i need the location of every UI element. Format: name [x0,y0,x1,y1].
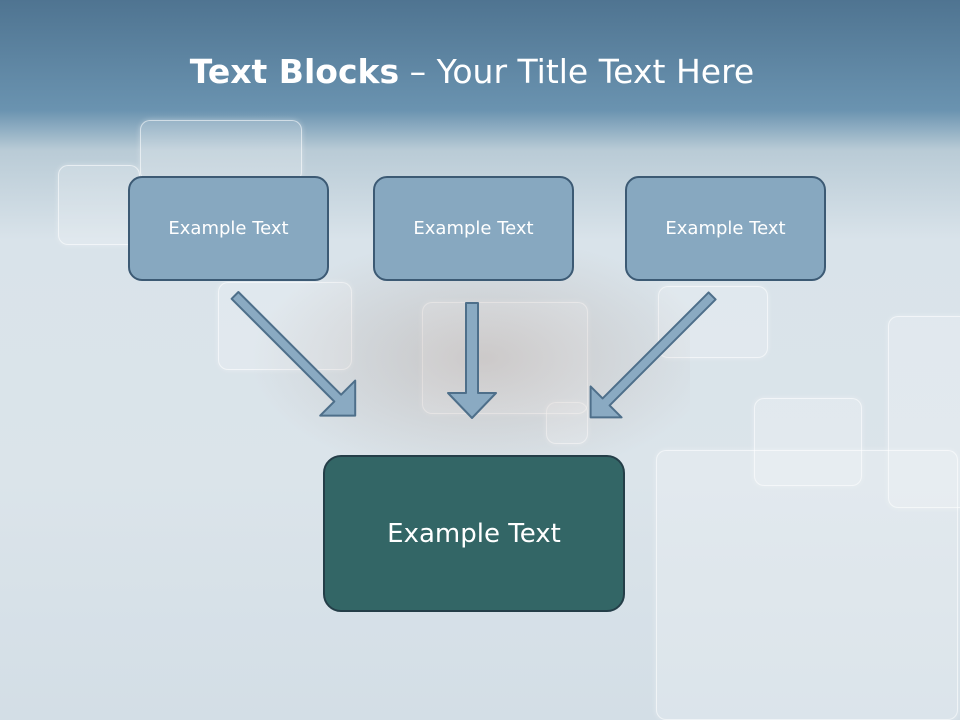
text-block-top-center: Example Text [373,176,574,281]
glass-panel [656,450,958,720]
title-rest: Your Title Text Here [436,52,755,91]
text-block-label: Example Text [665,218,786,239]
glass-panel [218,282,352,370]
glass-panel [754,398,862,486]
page-title: Text Blocks – Your Title Text Here [0,52,944,91]
text-block-label: Example Text [387,518,561,549]
glass-panel [140,120,302,182]
title-dash: – [399,52,437,91]
text-block-bottom: Example Text [323,455,625,612]
glass-panel [422,302,588,414]
text-block-top-left: Example Text [128,176,329,281]
text-block-label: Example Text [168,218,289,239]
glass-panel [888,316,960,508]
glass-panel [58,165,140,245]
text-block-top-right: Example Text [625,176,826,281]
glass-panel [546,402,588,444]
text-block-label: Example Text [413,218,534,239]
glass-panel [658,286,768,358]
title-bold: Text Blocks [189,52,400,91]
